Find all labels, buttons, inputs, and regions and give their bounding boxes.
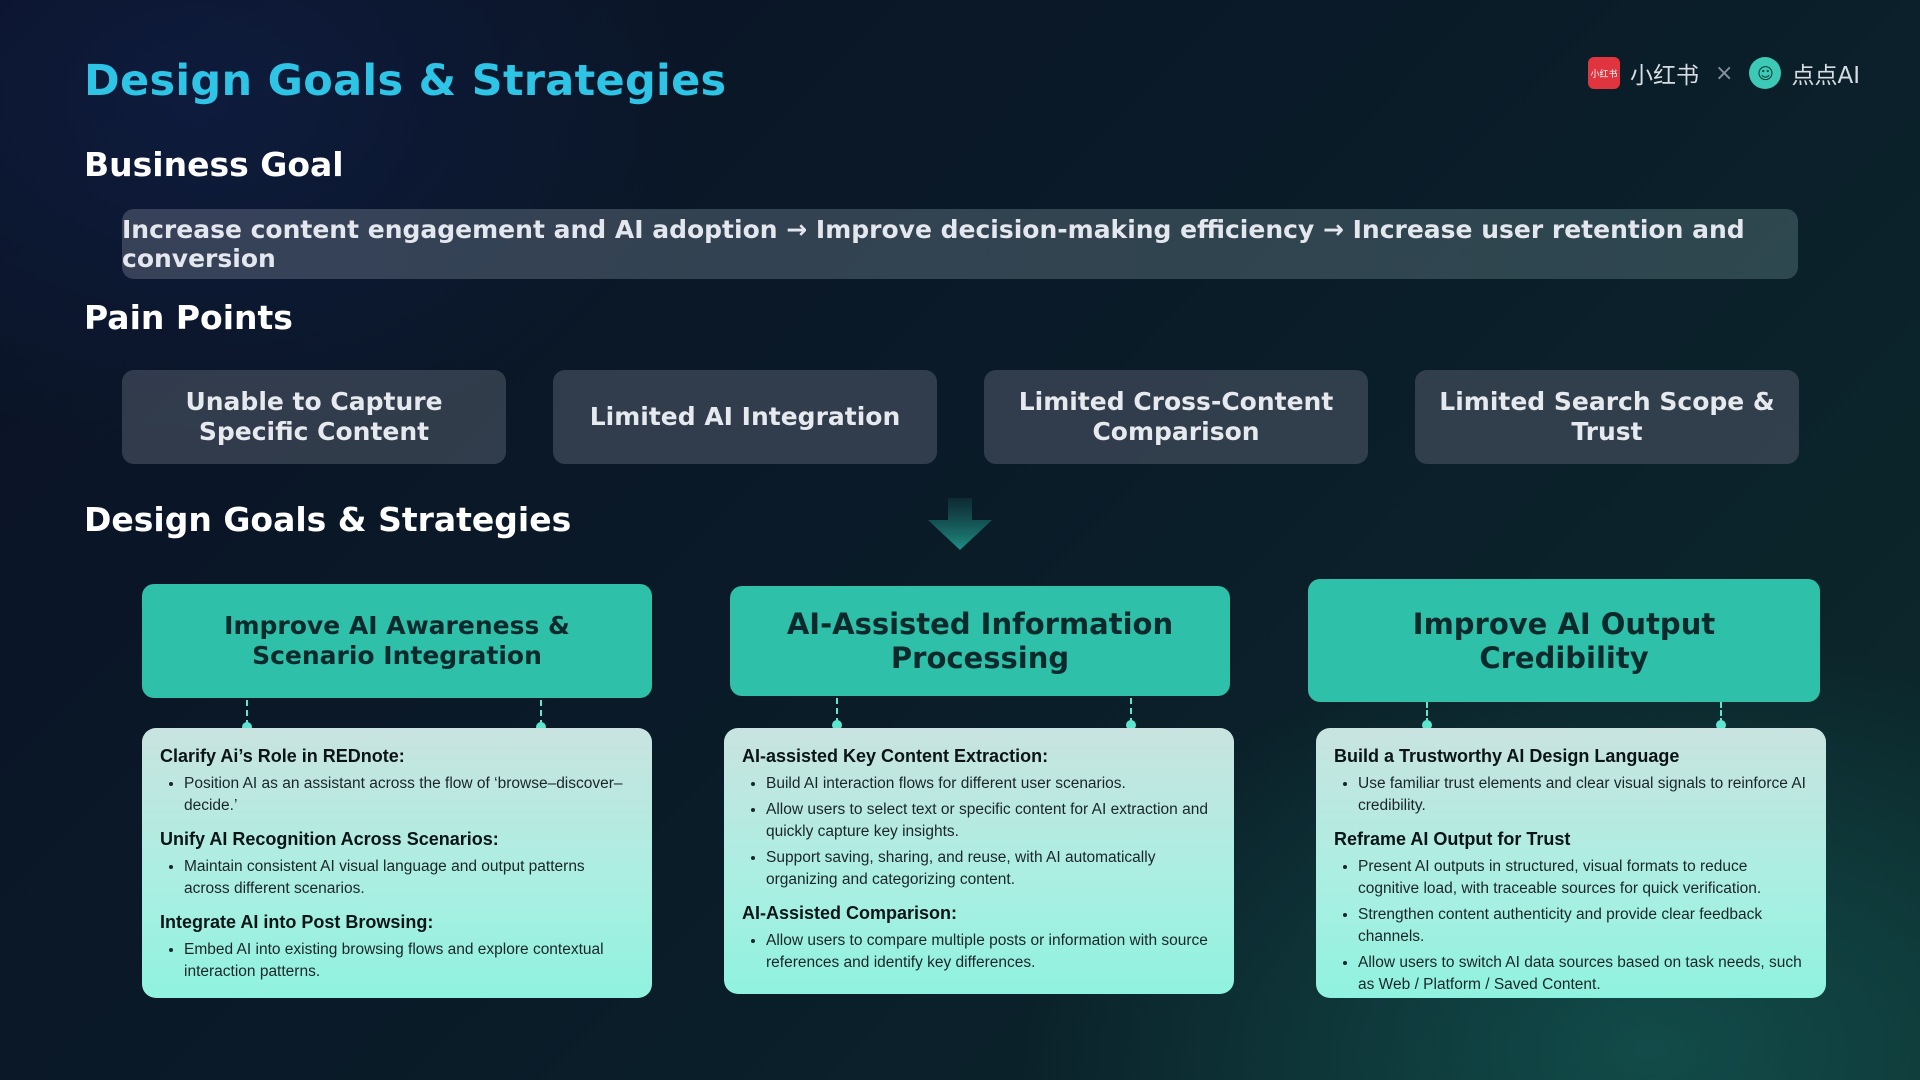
connector-dot: [1716, 720, 1726, 730]
connector-dot: [1422, 720, 1432, 730]
connector-dot: [242, 722, 252, 732]
pain-point-card: Limited Cross-Content Comparison: [984, 370, 1368, 464]
diandian-ai-logo-icon: ☺: [1749, 57, 1782, 89]
strategy-bullet: Allow users to select text or specific c…: [766, 799, 1216, 843]
down-arrow-icon: [928, 498, 992, 550]
strategy-bullet: Use familiar trust elements and clear vi…: [1358, 773, 1808, 817]
strategy-header: AI-Assisted Information Processing: [730, 586, 1230, 696]
connector-line: [1720, 702, 1722, 724]
strategy-card: Build a Trustworthy AI Design Language U…: [1316, 728, 1826, 998]
strategy-subheading: Clarify Ai’s Role in REDnote:: [160, 746, 405, 766]
connector-dot: [536, 722, 546, 732]
brand-separator: ×: [1715, 60, 1734, 86]
strategy-bullet: Present AI outputs in structured, visual…: [1358, 856, 1808, 900]
business-goal-heading: Business Goal: [84, 145, 344, 184]
strategy-subheading: Reframe AI Output for Trust: [1334, 829, 1571, 849]
strategy-bullet: Position AI as an assistant across the f…: [184, 773, 634, 817]
connector-dot: [832, 720, 842, 730]
connector-line: [1130, 698, 1132, 724]
connector-line: [540, 700, 542, 726]
pain-points-heading: Pain Points: [84, 298, 293, 337]
strategy-subheading: Build a Trustworthy AI Design Language: [1334, 746, 1680, 766]
strategy-bullet: Allow users to compare multiple posts or…: [766, 930, 1216, 974]
diandian-ai-brand-text: 点点AI: [1791, 63, 1860, 89]
strategy-bullet: Embed AI into existing browsing flows an…: [184, 939, 634, 983]
strategy-bullet: Maintain consistent AI visual language a…: [184, 856, 634, 900]
strategy-subheading: AI-Assisted Comparison:: [742, 903, 958, 923]
strategy-bullet: Strengthen content authenticity and prov…: [1358, 904, 1808, 948]
strategy-subheading: AI-assisted Key Content Extraction:: [742, 746, 1049, 766]
strategy-bullet: Support saving, sharing, and reuse, with…: [766, 847, 1216, 891]
strategy-bullet: Build AI interaction flows for different…: [766, 773, 1216, 795]
connector-dot: [1126, 720, 1136, 730]
connector-line: [1426, 702, 1428, 724]
business-goal-bar: Increase content engagement and AI adopt…: [122, 209, 1798, 279]
connector-line: [246, 700, 248, 726]
strategy-header: Improve AI Awareness & Scenario Integrat…: [142, 584, 652, 698]
strategy-card: Clarify Ai’s Role in REDnote: Position A…: [142, 728, 652, 998]
brand-lockup: 小红书 小红书 × ☺ 点点AI: [1588, 56, 1860, 90]
strategy-subheading: Unify AI Recognition Across Scenarios:: [160, 829, 499, 849]
pain-point-card: Limited AI Integration: [553, 370, 937, 464]
xiaohongshu-brand-text: 小红书: [1630, 63, 1700, 89]
page-title: Design Goals & Strategies: [84, 56, 727, 106]
pain-point-card: Unable to Capture Specific Content: [122, 370, 506, 464]
connector-line: [836, 698, 838, 724]
strategy-subheading: Integrate AI into Post Browsing:: [160, 912, 434, 932]
strategies-heading: Design Goals & Strategies: [84, 500, 572, 539]
strategy-card: AI-assisted Key Content Extraction: Buil…: [724, 728, 1234, 994]
strategy-header: Improve AI Output Credibility: [1308, 579, 1820, 702]
strategy-bullet: Allow users to switch AI data sources ba…: [1358, 952, 1808, 996]
pain-point-card: Limited Search Scope & Trust: [1415, 370, 1799, 464]
xiaohongshu-logo-icon: 小红书: [1588, 57, 1621, 89]
